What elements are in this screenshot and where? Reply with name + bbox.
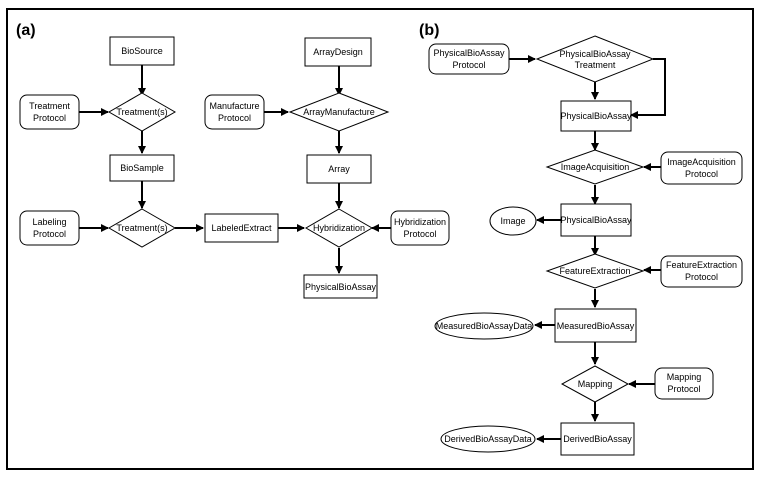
node-imageacquisition-protocol: ImageAcquisition Protocol <box>660 151 743 185</box>
node-arraydesign: ArrayDesign <box>304 37 372 67</box>
node-measuredbioassay: MeasuredBioAssay <box>554 308 637 343</box>
svg-text:Treatment(s): Treatment(s) <box>116 223 167 233</box>
svg-text:Protocol: Protocol <box>685 169 718 179</box>
node-pba-1: PhysicalBioAssay <box>560 100 632 132</box>
svg-text:PhysicalBioAssay: PhysicalBioAssay <box>433 48 505 58</box>
node-mapping: Mapping <box>560 365 630 403</box>
svg-text:Mapping: Mapping <box>578 379 613 389</box>
svg-text:MeasuredBioAssay: MeasuredBioAssay <box>557 321 635 331</box>
node-mapping-protocol: Mapping Protocol <box>654 367 714 400</box>
node-treatment-protocol: Treatment Protocol <box>19 94 80 130</box>
svg-text:FeatureExtraction: FeatureExtraction <box>666 260 737 270</box>
svg-text:Hybridization: Hybridization <box>313 223 365 233</box>
node-physicalbioassay-a: PhysicalBioAssay <box>303 274 378 299</box>
node-hybridization-protocol: Hybridization Protocol <box>390 210 450 246</box>
panel-label-a: (a) <box>16 22 36 39</box>
panel-label-b: (b) <box>419 22 439 39</box>
svg-text:BioSource: BioSource <box>121 46 163 56</box>
svg-text:Manufacture: Manufacture <box>209 101 259 111</box>
node-featureextraction: FeatureExtraction <box>545 253 645 289</box>
node-array: Array <box>306 154 372 184</box>
svg-text:PhysicalBioAssay: PhysicalBioAssay <box>559 49 631 59</box>
node-biosource: BioSource <box>109 36 175 66</box>
svg-text:MeasuredBioAssayData: MeasuredBioAssayData <box>436 321 533 331</box>
svg-text:DerivedBioAssayData: DerivedBioAssayData <box>444 434 532 444</box>
svg-text:Protocol: Protocol <box>33 229 66 239</box>
svg-text:ImageAcquisition: ImageAcquisition <box>561 162 630 172</box>
svg-text:LabeledExtract: LabeledExtract <box>211 223 272 233</box>
svg-text:PhysicalBioAssay: PhysicalBioAssay <box>560 111 632 121</box>
svg-text:ImageAcquisition: ImageAcquisition <box>667 157 736 167</box>
node-manufacture-protocol: Manufacture Protocol <box>204 94 265 130</box>
svg-text:ArrayManufacture: ArrayManufacture <box>303 107 375 117</box>
svg-text:Treatment: Treatment <box>575 60 616 70</box>
svg-text:BioSample: BioSample <box>120 163 164 173</box>
node-imageacquisition: ImageAcquisition <box>545 149 645 185</box>
node-derivedbioassaydata: DerivedBioAssayData <box>440 425 536 453</box>
svg-text:Protocol: Protocol <box>667 384 700 394</box>
node-image: Image <box>489 206 537 236</box>
svg-text:Labeling: Labeling <box>32 217 66 227</box>
node-measuredbioassaydata: MeasuredBioAssayData <box>434 312 534 340</box>
node-pba-protocol: PhysicalBioAssay Protocol <box>428 43 510 75</box>
svg-text:Image: Image <box>500 216 525 226</box>
node-derivedbioassay: DerivedBioAssay <box>560 422 635 456</box>
svg-text:Protocol: Protocol <box>218 113 251 123</box>
node-labeling-protocol: Labeling Protocol <box>19 210 80 246</box>
node-arraymanufacture: ArrayManufacture <box>288 92 390 132</box>
node-featureextraction-protocol: FeatureExtraction Protocol <box>660 255 743 288</box>
node-biosample: BioSample <box>109 154 175 182</box>
svg-text:Protocol: Protocol <box>403 229 436 239</box>
edges-a <box>79 65 391 274</box>
svg-text:Array: Array <box>328 164 350 174</box>
svg-text:Treatment(s): Treatment(s) <box>116 107 167 117</box>
svg-text:Protocol: Protocol <box>33 113 66 123</box>
svg-text:Protocol: Protocol <box>452 60 485 70</box>
svg-text:ArrayDesign: ArrayDesign <box>313 47 363 57</box>
svg-text:PhysicalBioAssay: PhysicalBioAssay <box>560 215 632 225</box>
node-pba-treatment: PhysicalBioAssay Treatment <box>535 35 655 83</box>
svg-text:Protocol: Protocol <box>685 272 718 282</box>
node-treatment-1: Treatment(s) <box>107 92 177 132</box>
svg-text:FeatureExtraction: FeatureExtraction <box>559 266 630 276</box>
svg-text:Mapping: Mapping <box>667 372 702 382</box>
svg-text:PhysicalBioAssay: PhysicalBioAssay <box>305 282 377 292</box>
svg-text:Treatment: Treatment <box>29 101 70 111</box>
svg-text:DerivedBioAssay: DerivedBioAssay <box>563 434 632 444</box>
edges-b <box>509 55 666 443</box>
node-pba-2: PhysicalBioAssay <box>560 203 632 237</box>
svg-text:Hybridization: Hybridization <box>394 217 446 227</box>
node-labeledextract: LabeledExtract <box>204 213 279 243</box>
node-treatment-2: Treatment(s) <box>107 208 177 248</box>
node-hybridization: Hybridization <box>304 208 374 248</box>
